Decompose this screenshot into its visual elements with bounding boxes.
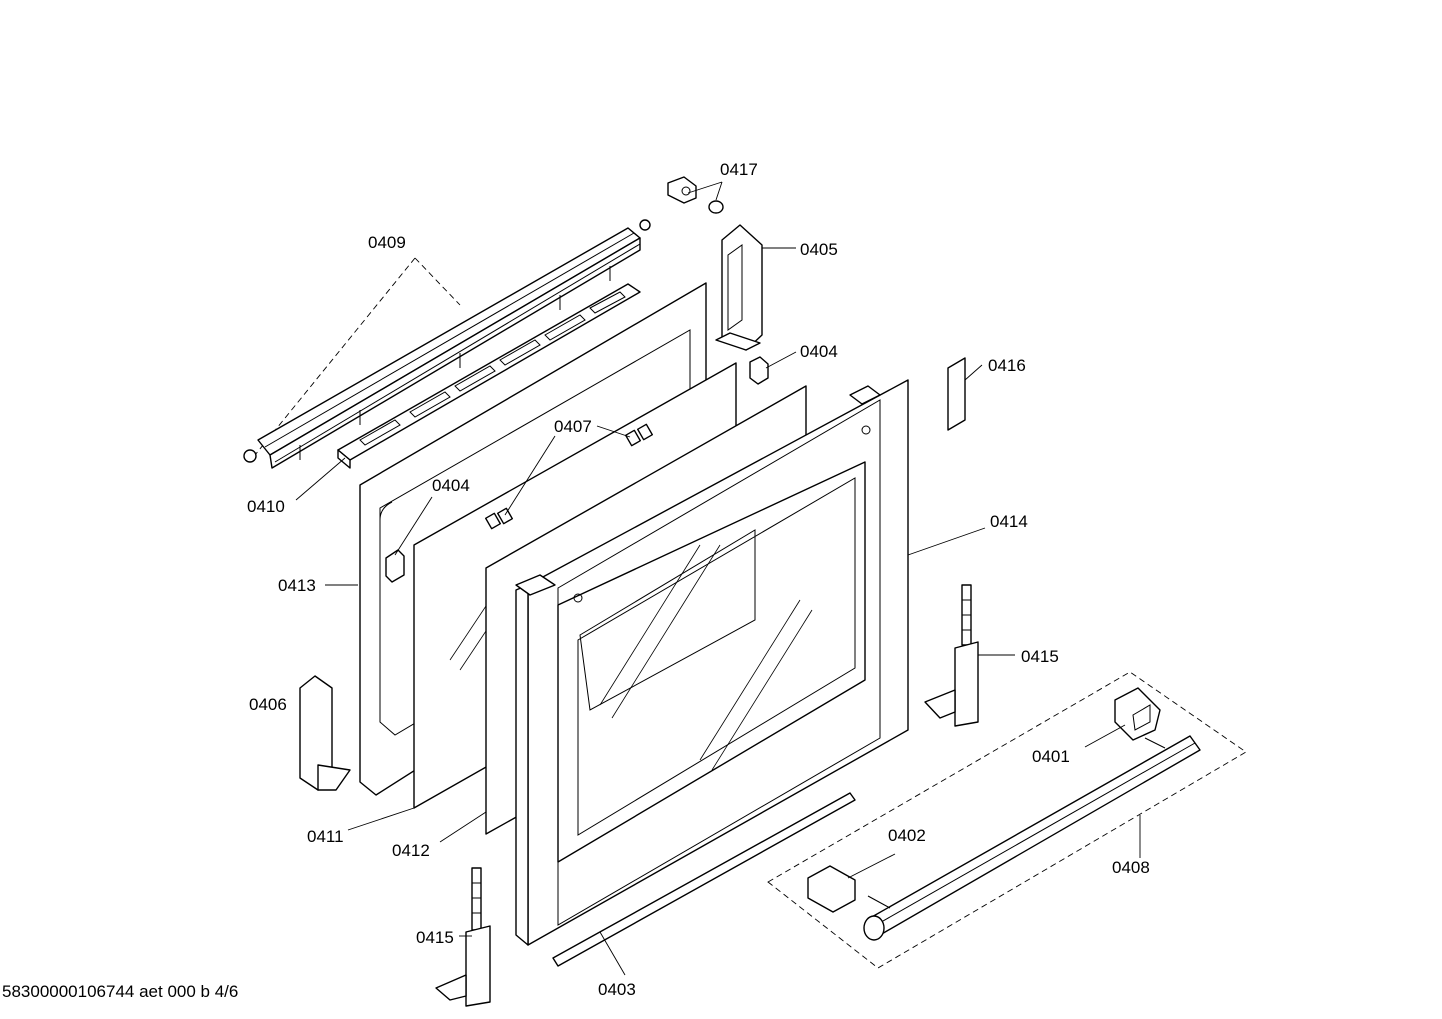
label-0404-upper: 0404 [800,342,838,361]
part-0404-clip-upper[interactable] [749,356,769,385]
leader-lines [295,181,1141,976]
label-0415-lower: 0415 [416,928,454,947]
label-0406: 0406 [249,695,287,714]
label-0414: 0414 [990,512,1028,531]
part-0410-vent-strip[interactable] [337,283,641,469]
label-0408: 0408 [1112,858,1150,877]
label-0403: 0403 [598,980,636,999]
part-0415-hinge-upper[interactable] [924,584,979,727]
part-0409-top-trim-bar[interactable] [243,219,651,469]
part-0405-right-bracket[interactable] [715,224,763,351]
label-0413: 0413 [278,576,316,595]
part-0403-seal-strip[interactable] [552,792,856,967]
label-0416: 0416 [988,356,1026,375]
label-0401: 0401 [1032,747,1070,766]
label-0411: 0411 [307,827,344,846]
label-0405: 0405 [800,240,838,259]
label-0412: 0412 [392,841,430,860]
label-0417: 0417 [720,160,758,179]
part-0417-clip[interactable] [667,176,724,214]
drawing-number: 58300000106744 aet 000 b 4/6 [2,982,238,1001]
part-0414-outer-door-panel[interactable] [515,379,909,946]
label-0415-upper: 0415 [1021,647,1059,666]
part-0408-handle-assembly[interactable] [767,671,1247,969]
label-0402: 0402 [888,826,926,845]
label-0409: 0409 [368,233,406,252]
part-0401-end-cap[interactable] [1114,687,1161,741]
part-0402-end-cap[interactable] [807,865,856,913]
label-0410: 0410 [247,497,285,516]
label-0407: 0407 [554,417,592,436]
part-0416-insulation-strip[interactable] [947,357,966,431]
part-0407-spacers[interactable] [484,423,654,530]
part-0406-left-bracket[interactable] [299,675,351,791]
part-0415-hinge-lower[interactable] [435,867,491,1007]
label-0404-lower: 0404 [432,476,470,495]
part-labels: 0417 0409 0405 0404 0416 0407 0404 0410 … [247,160,1150,999]
